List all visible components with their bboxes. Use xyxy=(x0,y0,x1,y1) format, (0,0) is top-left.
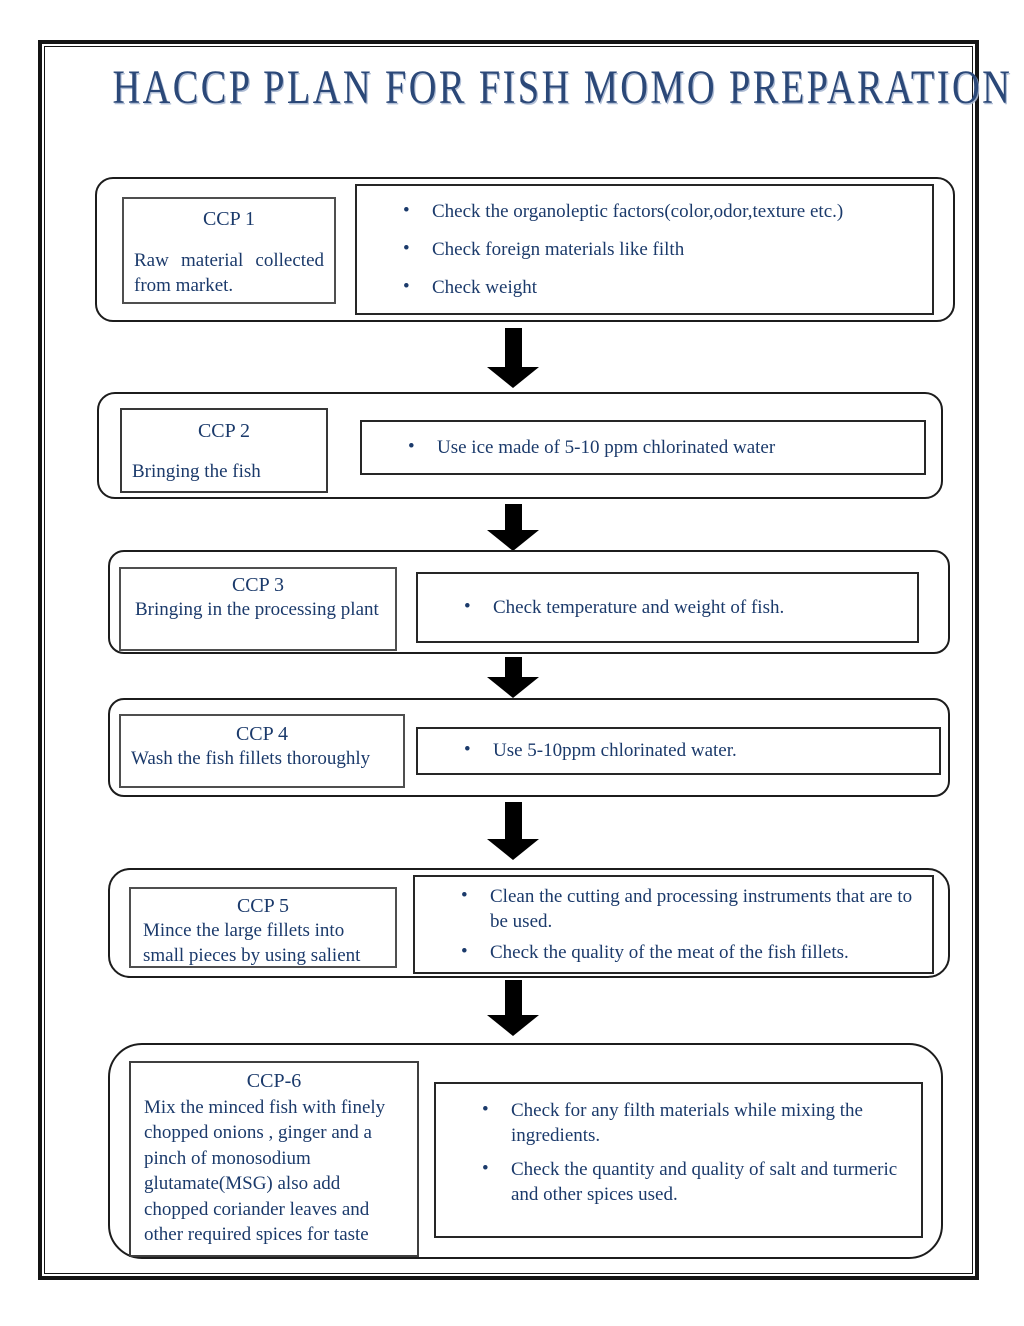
check-item: • Use ice made of 5-10 ppm chlorinated wa… xyxy=(362,435,924,460)
check-text: Use 5-10ppm chlorinated water. xyxy=(493,740,737,762)
ccp5-label-box: CCP 5 Mince the large fillets into small… xyxy=(129,887,397,968)
ccp2-label: CCP 2 xyxy=(197,420,251,442)
arrow-head xyxy=(487,1015,539,1036)
check-item: • Check weight xyxy=(357,275,932,300)
arrow-head xyxy=(487,530,539,551)
bullet-icon: • xyxy=(403,199,410,221)
arrow-shaft xyxy=(504,980,522,1015)
check-item: • Check temperature and weight of fish. xyxy=(418,595,917,620)
check-list: • Check the organoleptic factors(color,od… xyxy=(357,186,932,313)
check-item: • Check the quality of the meat of the fi… xyxy=(415,940,932,965)
ccp-block-2: CCP 2 Bringing the fish • Use ice made of… xyxy=(97,392,943,499)
ccp4-label: CCP 4 xyxy=(235,723,289,745)
check-list: • Check for any filth materials while mix… xyxy=(436,1084,921,1236)
ccp-block-1: CCP 1 Raw material collected from market… xyxy=(95,177,955,322)
ccp2-checks-box: • Use ice made of 5-10 ppm chlorinated wa… xyxy=(360,420,926,475)
check-list: • Check temperature and weight of fish. xyxy=(418,574,917,641)
down-arrow-icon xyxy=(487,328,539,388)
ccp6-label-box: CCP-6 Mix the minced fish with finely ch… xyxy=(129,1061,419,1257)
bullet-icon: • xyxy=(464,595,471,617)
bullet-icon: • xyxy=(482,1099,489,1120)
down-arrow-icon xyxy=(487,980,539,1036)
ccp5-label: CCP 5 xyxy=(236,895,290,917)
check-text: Check the quantity and quality of salt a… xyxy=(511,1159,898,1206)
ccp3-checks-box: • Check temperature and weight of fish. xyxy=(416,572,919,643)
check-text: Use ice made of 5-10 ppm chlorinated wat… xyxy=(437,436,776,458)
ccp3-description: Bringing in the processing plant xyxy=(135,599,379,620)
check-item: • Check for any filth materials while mix… xyxy=(436,1098,921,1148)
ccp1-checks-box: • Check the organoleptic factors(color,od… xyxy=(355,184,934,315)
bullet-icon: • xyxy=(461,884,468,906)
arrow-head xyxy=(487,677,539,698)
check-text: Check weight xyxy=(432,276,538,298)
arrow-shaft xyxy=(504,504,522,530)
down-arrow-icon xyxy=(487,802,539,860)
bullet-icon: • xyxy=(408,435,415,457)
ccp3-label: CCP 3 xyxy=(231,574,285,596)
ccp-block-6: CCP-6 Mix the minced fish with finely ch… xyxy=(108,1043,943,1259)
check-list: • Clean the cutting and processing instru… xyxy=(415,877,932,972)
arrow-shaft xyxy=(504,328,522,367)
arrow-shaft xyxy=(504,802,522,839)
page-title-text: HACCP PLAN FOR FISH MOMO PREPARATION xyxy=(112,61,1013,114)
arrow-shaft xyxy=(504,657,522,677)
page-border xyxy=(38,40,979,1280)
ccp-block-4: CCP 4 Wash the fish fillets thoroughly •… xyxy=(108,698,950,797)
bullet-icon: • xyxy=(403,275,410,297)
ccp2-label-box: CCP 2 Bringing the fish xyxy=(120,408,328,493)
down-arrow-icon xyxy=(487,657,539,698)
check-text: Check for any filth materials while mixi… xyxy=(511,1100,863,1147)
ccp1-label-box: CCP 1 Raw material collected from market… xyxy=(122,197,336,304)
check-text: Check the quality of the meat of the fis… xyxy=(490,942,849,964)
ccp1-label: CCP 1 xyxy=(202,208,256,230)
bullet-icon: • xyxy=(482,1158,489,1180)
check-list: • Use 5-10ppm chlorinated water. xyxy=(418,729,939,773)
check-item: • Use 5-10ppm chlorinated water. xyxy=(418,738,939,763)
down-arrow-icon xyxy=(487,504,539,551)
ccp5-checks-box: • Clean the cutting and processing instru… xyxy=(413,875,934,974)
ccp4-label-box: CCP 4 Wash the fish fillets thoroughly xyxy=(119,714,405,788)
arrow-head xyxy=(487,839,539,860)
ccp5-description: Mince the large fillets into small piece… xyxy=(143,920,361,966)
check-item: • Clean the cutting and processing instru… xyxy=(415,884,932,934)
ccp6-label: CCP-6 xyxy=(246,1070,302,1092)
ccp-block-5: CCP 5 Mince the large fillets into small… xyxy=(108,868,950,978)
check-text: Clean the cutting and processing instrum… xyxy=(490,885,913,932)
ccp6-description: Mix the minced fish with finely chopped … xyxy=(144,1096,386,1246)
ccp4-description: Wash the fish fillets thoroughly xyxy=(131,748,371,769)
ccp-block-3: CCP 3 Bringing in the processing plant •… xyxy=(108,550,950,654)
check-item: • Check the organoleptic factors(color,od… xyxy=(357,199,932,224)
bullet-icon: • xyxy=(403,237,410,259)
ccp4-checks-box: • Use 5-10ppm chlorinated water. xyxy=(416,727,941,775)
check-item: • Check foreign materials like filth xyxy=(357,237,932,262)
arrow-head xyxy=(487,367,539,388)
ccp6-checks-box: • Check for any filth materials while mix… xyxy=(434,1082,923,1238)
check-text: Check the organoleptic factors(color,odo… xyxy=(432,200,844,222)
ccp3-label-box: CCP 3 Bringing in the processing plant xyxy=(119,567,397,651)
check-list: • Use ice made of 5-10 ppm chlorinated wa… xyxy=(362,422,924,473)
page-title: HACCP PLAN FOR FISH MOMO PREPARATION xyxy=(0,60,1024,115)
ccp2-description: Bringing the fish xyxy=(132,461,261,482)
bullet-icon: • xyxy=(464,739,471,761)
check-text: Check temperature and weight of fish. xyxy=(493,596,785,618)
check-text: Check foreign materials like filth xyxy=(432,238,685,260)
bullet-icon: • xyxy=(461,941,468,963)
ccp1-description: Raw material collected from market. xyxy=(134,250,324,296)
check-item: • Check the quantity and quality of salt … xyxy=(436,1157,921,1207)
